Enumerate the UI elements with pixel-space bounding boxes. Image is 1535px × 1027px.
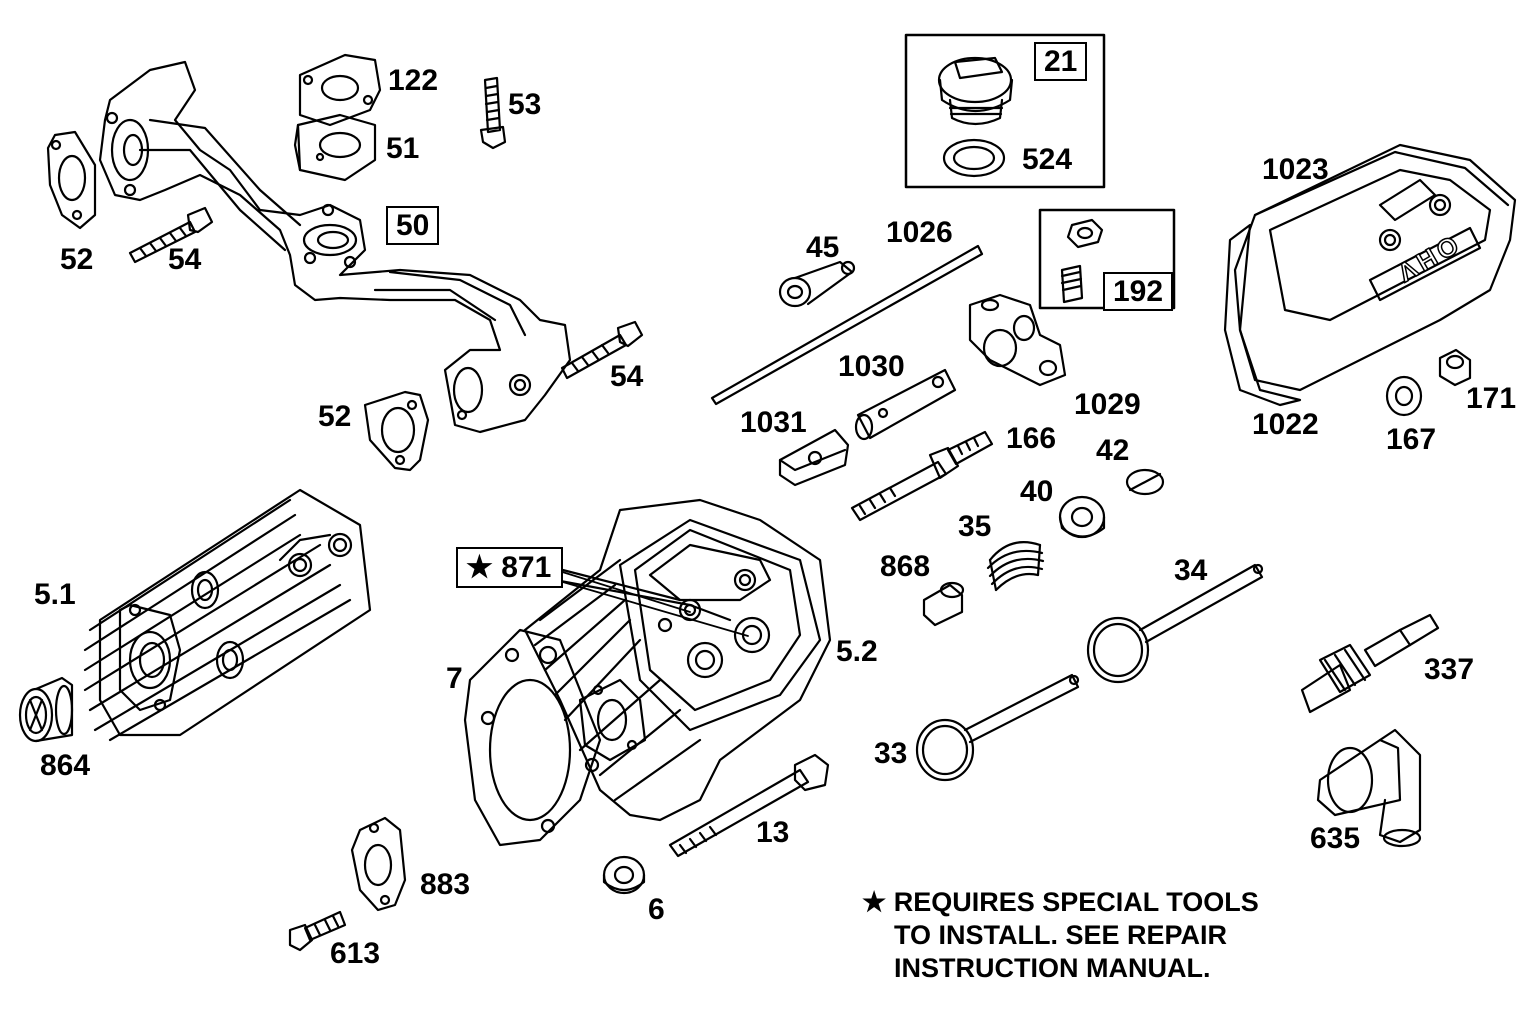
part-label-1029: 1029 [1074, 388, 1141, 421]
part-label-52-upper: 52 [60, 243, 94, 276]
intake-valve-33-drawing [915, 673, 1080, 782]
part-label-53: 53 [508, 88, 542, 121]
cylinder-head-5-1-drawing [83, 488, 372, 742]
part-label-122: 122 [388, 64, 439, 97]
washer-6-drawing [602, 855, 646, 895]
part-label-166: 166 [1006, 422, 1057, 455]
spark-plug-337-drawing [1300, 613, 1440, 714]
rocker-cover-gasket-1022-drawing [1223, 223, 1302, 407]
head-gasket-7-drawing [463, 628, 602, 847]
valve-seal-868-drawing [922, 581, 965, 627]
note-line-2: TO INSTALL. SEE REPAIR [894, 920, 1228, 950]
rocker-bracket-1029-drawing [968, 293, 1067, 387]
valve-keeper-42-drawing [1125, 468, 1165, 496]
rocker-stud-45-drawing [778, 260, 856, 308]
part-label-1023: 1023 [1262, 153, 1329, 186]
part-label-635: 635 [1310, 822, 1361, 855]
o-ring-524-drawing [942, 138, 1006, 178]
note-line-3: INSTRUCTION MANUAL. [894, 953, 1211, 983]
part-label-7: 7 [446, 662, 463, 695]
washer-167-drawing [1385, 375, 1423, 417]
valve-retainer-40-drawing [1058, 495, 1106, 539]
part-label-54-upper: 54 [168, 243, 202, 276]
adjusting-nut-192-drawing [1060, 218, 1104, 304]
push-rod-1026-drawing [710, 244, 984, 406]
part-label-1022: 1022 [1252, 408, 1319, 441]
special-tool-star-icon: ★ [466, 551, 493, 584]
part-label-192: 192 [1103, 272, 1174, 311]
part-label-337: 337 [1424, 653, 1475, 686]
part-label-6: 6 [648, 893, 665, 926]
part-label-50: 50 [386, 206, 440, 245]
part-label-1031: 1031 [740, 406, 807, 439]
part-label-40: 40 [1020, 475, 1054, 508]
spark-plug-boot-635-drawing [1316, 728, 1422, 848]
part-label-54-lower: 54 [610, 360, 644, 393]
part-label-52-lower: 52 [318, 400, 352, 433]
part-label-42: 42 [1096, 434, 1130, 467]
bolt-54-upper-drawing [128, 206, 214, 264]
part-label-864: 864 [40, 749, 91, 782]
part-label-51: 51 [386, 132, 420, 165]
part-label-21: 21 [1034, 42, 1088, 81]
part-label-167: 167 [1386, 423, 1437, 456]
exhaust-valve-34-drawing [1086, 563, 1264, 684]
part-label-45: 45 [806, 231, 840, 264]
part-label-5-1: 5.1 [34, 578, 76, 611]
gasket-52-upper-drawing [46, 130, 97, 230]
gasket-52-lower-drawing [363, 390, 430, 472]
valve-guide-166-drawing [850, 430, 994, 522]
part-label-871-number: 871 [501, 551, 552, 584]
rocker-arm-1030-drawing [854, 368, 957, 441]
part-label-871: ★ 871 [456, 547, 564, 588]
part-label-13: 13 [756, 816, 790, 849]
part-label-1026: 1026 [886, 216, 953, 249]
pivot-block-1031-drawing [778, 428, 850, 487]
part-label-35: 35 [958, 510, 992, 543]
bolt-54-lower-drawing [560, 320, 644, 380]
part-label-33: 33 [874, 737, 908, 770]
leader-871-b [555, 579, 749, 637]
part-label-34: 34 [1174, 554, 1208, 587]
head-bolt-13-drawing [668, 753, 830, 858]
screw-613-drawing [288, 910, 347, 952]
special-tools-note: ★ REQUIRES SPECIAL TOOLS TO INSTALL. SEE… [862, 886, 1259, 985]
note-line-1: ★ REQUIRES SPECIAL TOOLS [862, 887, 1259, 917]
part-label-1030: 1030 [838, 350, 905, 383]
intake-manifold-drawing [98, 60, 572, 434]
cylinder-head-5-2-drawing [523, 498, 832, 822]
bolt-53-drawing [479, 76, 507, 150]
part-label-171: 171 [1466, 382, 1517, 415]
oil-cap-21-drawing [937, 56, 1014, 126]
part-label-883: 883 [420, 868, 471, 901]
part-label-5-2: 5.2 [836, 635, 878, 668]
part-label-613: 613 [330, 937, 381, 970]
seal-864-drawing [18, 676, 74, 743]
valve-spring-35-drawing [986, 541, 1045, 592]
gasket-122-drawing [298, 53, 382, 127]
insulator-51-drawing [293, 113, 377, 182]
leader-871-a [555, 569, 691, 613]
part-label-868: 868 [880, 550, 931, 583]
gasket-883-drawing [350, 816, 407, 912]
part-label-524: 524 [1022, 143, 1073, 176]
nut-171-drawing [1438, 348, 1472, 387]
